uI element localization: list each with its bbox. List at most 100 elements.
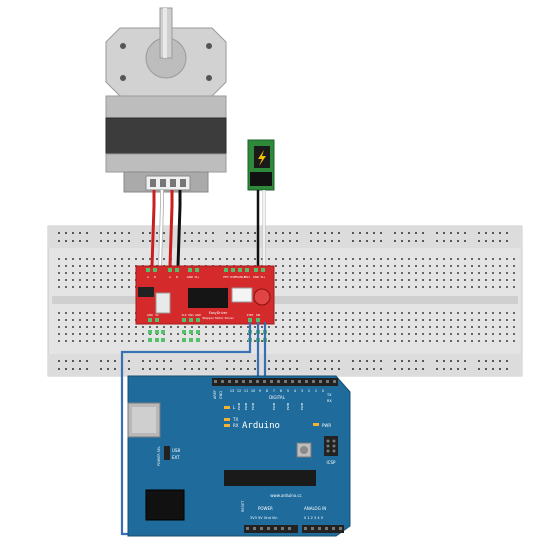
breadboard-hole bbox=[352, 279, 354, 281]
breadboard-hole bbox=[485, 286, 487, 288]
breadboard-hole bbox=[387, 265, 389, 267]
breadboard-row-mark bbox=[189, 338, 193, 342]
breadboard-hole bbox=[366, 326, 368, 328]
breadboard-hole bbox=[275, 312, 277, 314]
motor-wires bbox=[150, 190, 182, 267]
breadboard-hole bbox=[107, 340, 109, 342]
header-pin bbox=[270, 380, 273, 383]
header-pin bbox=[305, 380, 308, 383]
breadboard-hole bbox=[499, 312, 501, 314]
breadboard-hole bbox=[128, 312, 130, 314]
breadboard-hole bbox=[415, 319, 417, 321]
driver-pin bbox=[175, 268, 179, 272]
breadboard-hole bbox=[485, 340, 487, 342]
breadboard-hole bbox=[478, 286, 480, 288]
breadboard-hole bbox=[79, 272, 81, 274]
breadboard-hole bbox=[275, 286, 277, 288]
breadboard-hole bbox=[128, 368, 130, 370]
breadboard-hole bbox=[450, 340, 452, 342]
breadboard-hole bbox=[79, 333, 81, 335]
breadboard-hole bbox=[506, 286, 508, 288]
breadboard-hole bbox=[499, 232, 501, 234]
header-pin bbox=[260, 527, 263, 530]
breadboard-hole bbox=[93, 286, 95, 288]
breadboard-hole bbox=[275, 272, 277, 274]
breadboard-hole bbox=[65, 232, 67, 234]
breadboard-hole bbox=[268, 360, 270, 362]
digital-pin-label: 3 bbox=[301, 389, 303, 393]
breadboard-hole bbox=[191, 240, 193, 242]
breadboard-hole bbox=[240, 368, 242, 370]
breadboard-hole bbox=[338, 360, 340, 362]
breadboard-hole bbox=[464, 279, 466, 281]
breadboard-hole bbox=[471, 312, 473, 314]
breadboard-hole bbox=[366, 258, 368, 260]
breadboard-hole bbox=[492, 258, 494, 260]
breadboard-hole bbox=[324, 258, 326, 260]
breadboard-hole bbox=[275, 232, 277, 234]
breadboard-hole bbox=[331, 333, 333, 335]
breadboard-hole bbox=[485, 319, 487, 321]
breadboard-hole bbox=[86, 279, 88, 281]
header-pin bbox=[332, 527, 335, 530]
driver-pin bbox=[238, 268, 242, 272]
breadboard-hole bbox=[366, 319, 368, 321]
breadboard-hole bbox=[359, 232, 361, 234]
breadboard-hole bbox=[86, 368, 88, 370]
breadboard-hole bbox=[72, 232, 74, 234]
breadboard-hole bbox=[205, 240, 207, 242]
breadboard-hole bbox=[240, 333, 242, 335]
breadboard-hole bbox=[366, 272, 368, 274]
breadboard-hole bbox=[282, 240, 284, 242]
breadboard-hole bbox=[93, 265, 95, 267]
breadboard-hole bbox=[79, 319, 81, 321]
breadboard-hole bbox=[72, 326, 74, 328]
digital-pin-label: 2 bbox=[308, 389, 310, 393]
breadboard-hole bbox=[170, 368, 172, 370]
breadboard-hole bbox=[310, 319, 312, 321]
breadboard-hole bbox=[429, 333, 431, 335]
breadboard-hole bbox=[296, 286, 298, 288]
breadboard-hole bbox=[65, 240, 67, 242]
breadboard-hole bbox=[121, 286, 123, 288]
breadboard-hole bbox=[296, 312, 298, 314]
breadboard-hole bbox=[254, 360, 256, 362]
breadboard-hole bbox=[121, 232, 123, 234]
breadboard-hole bbox=[205, 326, 207, 328]
breadboard-hole bbox=[93, 319, 95, 321]
breadboard-hole bbox=[275, 265, 277, 267]
breadboard-hole bbox=[254, 333, 256, 335]
breadboard-hole bbox=[352, 265, 354, 267]
breadboard-hole bbox=[261, 258, 263, 260]
breadboard-hole bbox=[499, 368, 501, 370]
led-l-icon bbox=[224, 406, 230, 409]
breadboard-hole bbox=[394, 360, 396, 362]
breadboard-hole bbox=[492, 272, 494, 274]
breadboard-hole bbox=[352, 326, 354, 328]
breadboard-hole bbox=[492, 326, 494, 328]
breadboard-hole bbox=[114, 326, 116, 328]
breadboard-hole bbox=[443, 360, 445, 362]
breadboard-hole bbox=[373, 333, 375, 335]
breadboard-hole bbox=[408, 286, 410, 288]
breadboard-hole bbox=[478, 340, 480, 342]
breadboard-hole bbox=[394, 326, 396, 328]
breadboard-hole bbox=[387, 258, 389, 260]
breadboard-hole bbox=[254, 368, 256, 370]
breadboard-row-mark bbox=[189, 330, 193, 334]
breadboard-hole bbox=[429, 258, 431, 260]
breadboard-hole bbox=[191, 368, 193, 370]
breadboard-hole bbox=[58, 258, 60, 260]
breadboard-hole bbox=[387, 272, 389, 274]
breadboard-hole bbox=[107, 265, 109, 267]
breadboard-hole bbox=[310, 272, 312, 274]
breadboard-hole bbox=[499, 340, 501, 342]
breadboard-hole bbox=[338, 240, 340, 242]
breadboard-hole bbox=[296, 340, 298, 342]
breadboard-hole bbox=[359, 340, 361, 342]
breadboard-hole bbox=[415, 312, 417, 314]
breadboard-hole bbox=[79, 312, 81, 314]
breadboard-hole bbox=[443, 333, 445, 335]
breadboard-hole bbox=[359, 265, 361, 267]
